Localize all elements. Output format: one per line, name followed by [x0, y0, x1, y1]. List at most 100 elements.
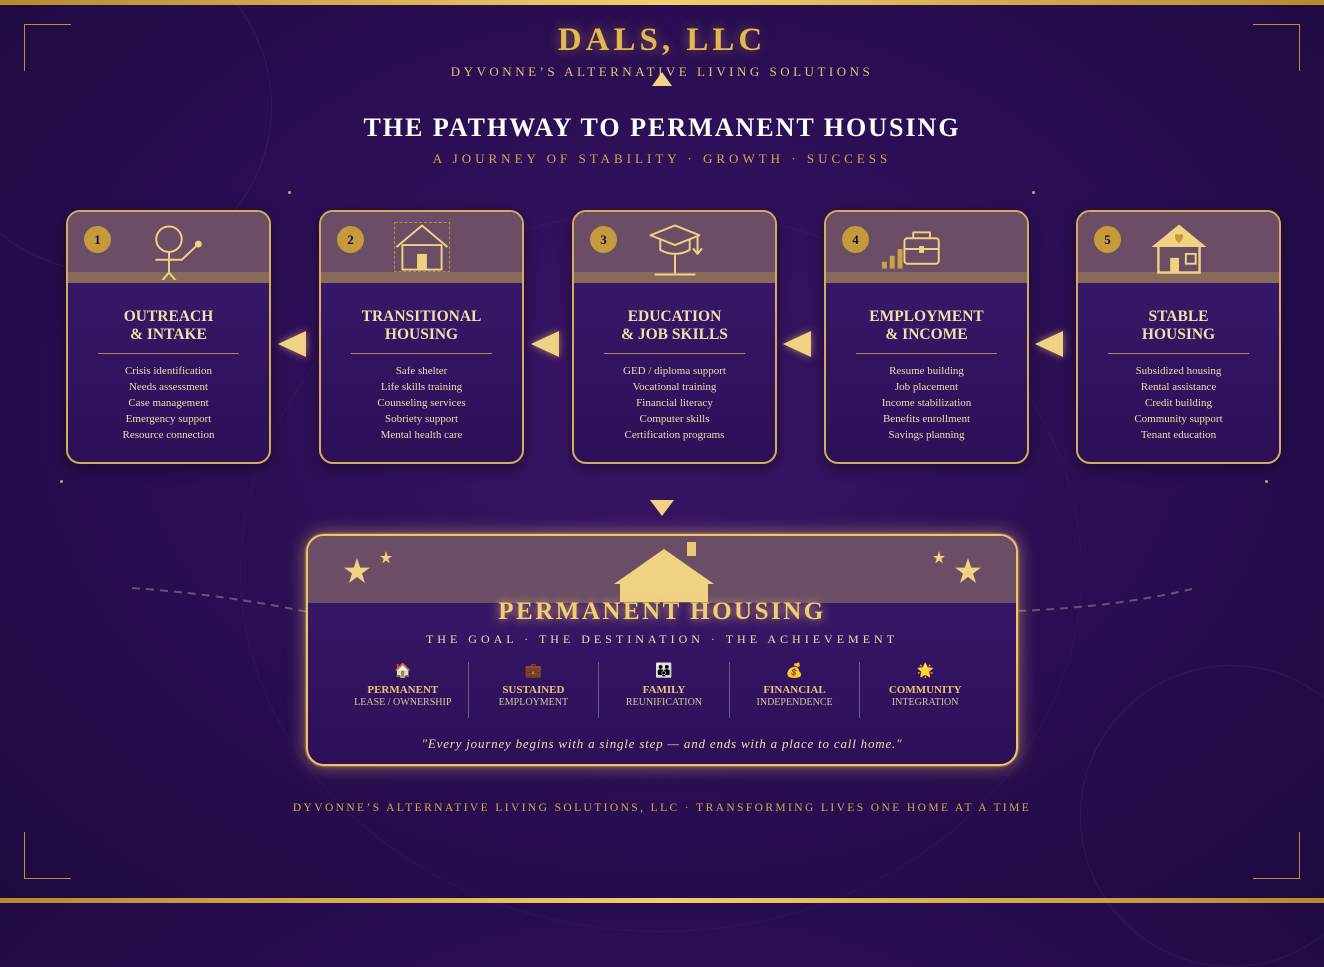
- list-item: Needs assessment: [128, 381, 209, 393]
- service-list: Safe shelter Life skills training Counse…: [321, 363, 522, 443]
- card-title-line-2: & INCOME: [885, 326, 968, 343]
- list-item: Counseling services: [377, 397, 466, 409]
- divider: [98, 353, 239, 354]
- card-title-line-1: OUTREACH: [123, 308, 214, 325]
- list-item: Community support: [1134, 413, 1223, 425]
- card-title-line-2: HOUSING: [384, 326, 459, 343]
- dashed-path-left: [131, 587, 309, 613]
- pillar-title: FINANCIAL: [763, 684, 826, 696]
- list-item: Computer skills: [639, 413, 710, 425]
- pillar-subtitle: INDEPENDENCE: [756, 697, 833, 708]
- service-list: Crisis identification Needs assessment C…: [68, 363, 269, 443]
- house-roof-stars-icon: [344, 542, 981, 602]
- card-title: EMPLOYMENT & INCOME: [826, 308, 1027, 344]
- person-waving-icon: [155, 225, 202, 280]
- stage-card-education: 3 EDUCATION & JOB SKILLS GED / diploma s…: [572, 210, 777, 464]
- money-bag-icon: 💰: [785, 663, 804, 679]
- list-item: GED / diploma support: [623, 365, 726, 377]
- card-title: TRANSITIONAL HOUSING: [321, 308, 522, 344]
- pillar-sustained: 💼 SUSTAINED EMPLOYMENT: [469, 662, 600, 718]
- triangle-down-icon: [650, 500, 674, 516]
- arrow-left-icon: [531, 331, 559, 357]
- card-header-band: [321, 212, 522, 283]
- list-item: Mental health care: [380, 429, 463, 441]
- arrow-left-icon: [278, 331, 306, 357]
- list-item: Resume building: [889, 365, 964, 377]
- pillar-subtitle: LEASE / OWNERSHIP: [354, 697, 452, 708]
- card-title-line-1: TRANSITIONAL: [361, 308, 482, 325]
- list-item: Resource connection: [122, 429, 215, 441]
- divider: [856, 353, 997, 354]
- goal-quote: "Every journey begins with a single step…: [421, 736, 903, 751]
- pillar-permanent: 🏠 PERMANENT LEASE / OWNERSHIP: [338, 662, 469, 718]
- pillar-subtitle: INTEGRATION: [891, 697, 959, 708]
- card-title-line-2: & INTAKE: [130, 326, 207, 343]
- triangle-up-icon: [652, 72, 672, 86]
- pillar-family: 👪 FAMILY REUNIFICATION: [599, 662, 730, 718]
- briefcase-icon: 💼: [524, 663, 543, 679]
- decorative-dot: [288, 191, 291, 194]
- list-item: Financial literacy: [636, 397, 713, 409]
- list-item: Rental assistance: [1140, 381, 1217, 393]
- pillar-title: COMMUNITY: [888, 684, 962, 696]
- card-title-line-2: & JOB SKILLS: [621, 326, 728, 343]
- list-item: Subsidized housing: [1135, 365, 1222, 377]
- card-title-line-1: EDUCATION: [627, 308, 722, 325]
- step-badge: 2: [337, 226, 364, 253]
- pillar-title: SUSTAINED: [502, 684, 565, 696]
- list-item: Job placement: [894, 381, 959, 393]
- decorative-dot: [1265, 480, 1268, 483]
- card-title: EDUCATION & JOB SKILLS: [574, 308, 775, 344]
- decorative-dot: [1032, 191, 1035, 194]
- list-item: Savings planning: [888, 429, 965, 441]
- pillar-subtitle: REUNIFICATION: [625, 697, 703, 708]
- permanent-housing-card: PERMANENT HOUSING THE GOAL · THE DESTINA…: [306, 534, 1018, 766]
- divider: [351, 353, 492, 354]
- list-item: Benefits enrollment: [882, 413, 971, 425]
- divider: [1108, 353, 1249, 354]
- decorative-dot: [60, 480, 63, 483]
- house-outline-icon: [394, 222, 450, 273]
- family-icon: 👪: [655, 663, 673, 679]
- card-title-line-1: EMPLOYMENT: [869, 308, 984, 325]
- list-item: Sobriety support: [384, 413, 459, 425]
- pillar-subtitle: EMPLOYMENT: [498, 697, 569, 708]
- graduation-cap-icon: [649, 224, 703, 276]
- list-item: Certification programs: [624, 429, 725, 441]
- pillar-financial: 💰 FINANCIAL INDEPENDENCE: [730, 662, 861, 718]
- step-badge: 1: [84, 226, 111, 253]
- goal-subtitle: THE GOAL · THE DESTINATION · THE ACHIEVE…: [425, 632, 899, 646]
- list-item: Income stabilization: [881, 397, 972, 409]
- dashed-path-right: [1017, 588, 1193, 612]
- card-title: STABLE HOUSING: [1078, 308, 1279, 344]
- goal-pillars: 🏠 PERMANENT LEASE / OWNERSHIP 💼 SUSTAINE…: [338, 662, 990, 718]
- house-heart-icon: [1151, 224, 1207, 274]
- divider: [604, 353, 745, 354]
- briefcase-chart-icon: [881, 231, 940, 269]
- list-item: Case management: [128, 397, 209, 409]
- card-title-line-2: HOUSING: [1141, 326, 1216, 343]
- bottom-gold-border: [0, 898, 1324, 903]
- list-item: Vocational training: [632, 381, 717, 393]
- service-list: Resume building Job placement Income sta…: [826, 363, 1027, 443]
- home-icon: 🏠: [394, 663, 412, 679]
- stage-card-stable: 5 STABLE HOUSING Subsidized housing Rent…: [1076, 210, 1281, 464]
- service-list: Subsidized housing Rental assistance Cre…: [1078, 363, 1279, 443]
- list-item: Emergency support: [125, 413, 212, 425]
- top-gold-border: [0, 0, 1324, 5]
- stage-card-employment: 4 EMPLOYMENT & INCOME Resume building Jo…: [824, 210, 1029, 464]
- step-badge: 5: [1094, 226, 1121, 253]
- list-item: Safe shelter: [395, 365, 448, 377]
- step-badge: 3: [590, 226, 617, 253]
- goal-title: PERMANENT HOUSING: [498, 598, 826, 625]
- footer-text: DYVONNE’S ALTERNATIVE LIVING SOLUTIONS, …: [292, 802, 1032, 814]
- list-item: Life skills training: [380, 381, 463, 393]
- step-badge: 4: [842, 226, 869, 253]
- page-subtitle: A JOURNEY OF STABILITY · GROWTH · SUCCES…: [432, 151, 892, 166]
- stage-card-outreach: 1 OUTREACH & INTAKE Crisis identificatio…: [66, 210, 271, 464]
- list-item: Credit building: [1145, 397, 1212, 409]
- background-ring: [1080, 665, 1324, 967]
- arrow-left-icon: [1035, 331, 1063, 357]
- pillar-title: PERMANENT: [367, 684, 439, 696]
- brand-name: DALS, LLC: [557, 22, 767, 58]
